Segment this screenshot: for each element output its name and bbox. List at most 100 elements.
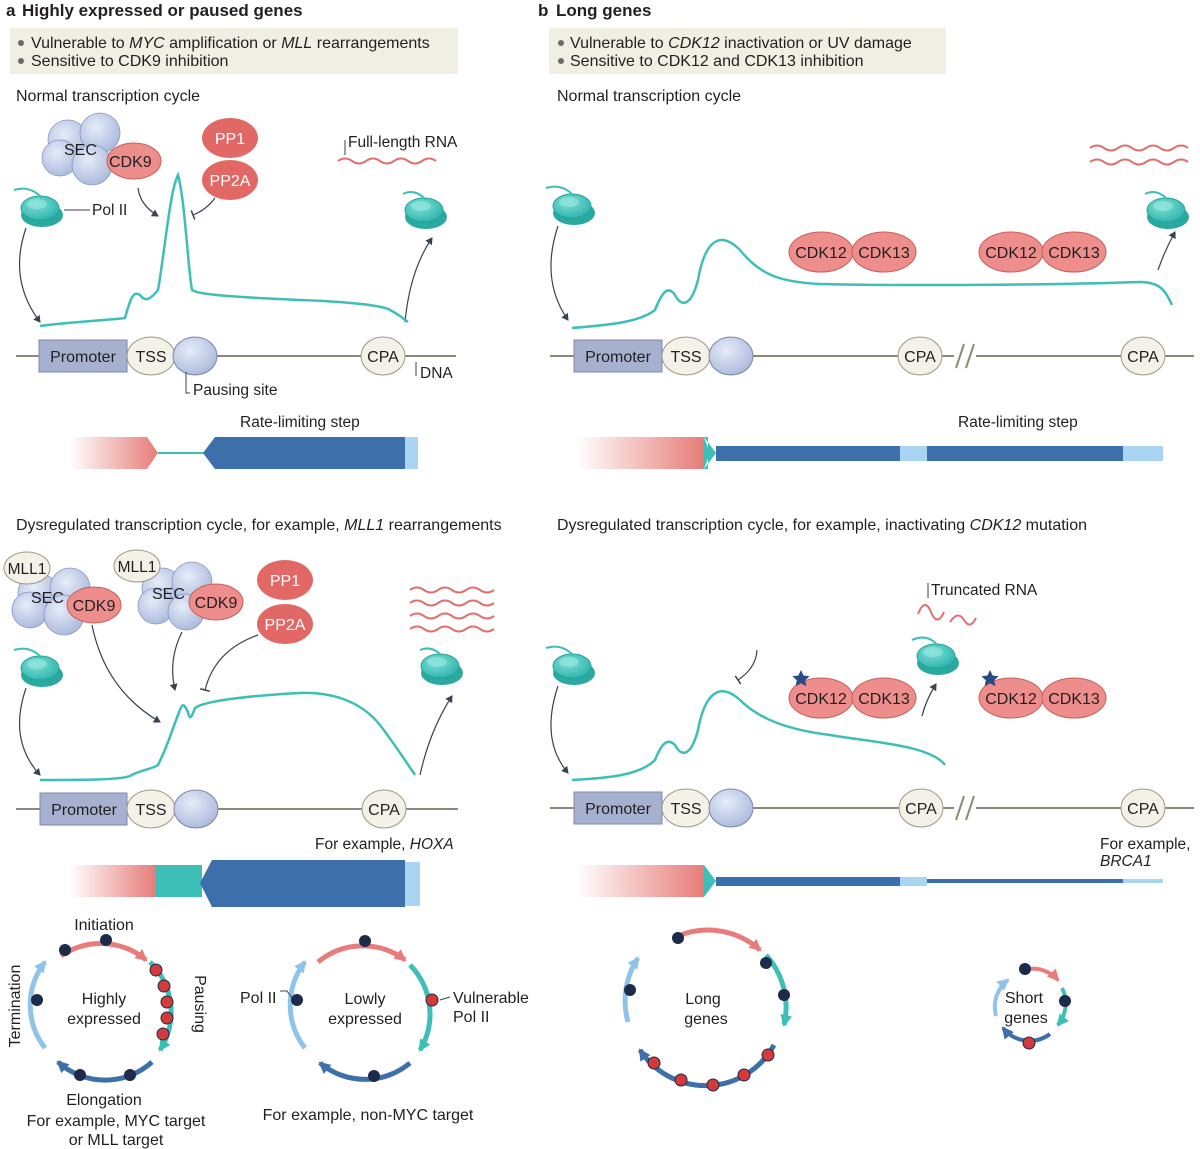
panel-a-info-box bbox=[10, 28, 458, 74]
sec-complex-a1: SEC CDK9 bbox=[41, 112, 162, 186]
transcription-profile-b1 bbox=[571, 238, 1174, 330]
rate-label-a1: Rate-limiting step bbox=[240, 414, 360, 431]
panel-a-letter: a bbox=[6, 1, 16, 20]
sec-label-a2: SEC bbox=[31, 590, 64, 607]
hoxa-example: For example, HOXA bbox=[315, 836, 454, 853]
cpa-label-a1: CPA bbox=[367, 349, 399, 366]
cycle1-example2: or MLL target bbox=[69, 1132, 164, 1149]
cdk13-label-b2: CDK13 bbox=[1048, 245, 1100, 262]
cycle1-termination: Termination bbox=[7, 965, 24, 1048]
pol2-label-a1: Pol II bbox=[92, 202, 127, 219]
pp-inhibit bbox=[190, 197, 216, 220]
transcription-profile-a2 bbox=[39, 691, 417, 782]
promoter-label-a2: Promoter bbox=[51, 802, 117, 819]
cycle2-center2: expressed bbox=[328, 1011, 402, 1028]
cdk13-label-b4: CDK13 bbox=[1048, 691, 1100, 708]
promoter-box-a1 bbox=[38, 339, 128, 373]
panel-b-normal-label: Normal transcription cycle bbox=[557, 88, 741, 105]
sec-complex-a2: SEC MLL1 CDK9 bbox=[3, 551, 122, 636]
truncated-rna-label: Truncated RNA bbox=[931, 582, 1038, 599]
cycle2-example: For example, non-MYC target bbox=[263, 1107, 474, 1124]
cdk12-label-b1: CDK12 bbox=[795, 245, 847, 262]
cdk12-13-b1: CDK12 CDK13 bbox=[788, 231, 917, 273]
cycle1-example1: For example, MYC target bbox=[27, 1113, 206, 1130]
sec-complex-a3: SEC MLL1 CDK9 bbox=[113, 549, 244, 631]
cdk9-label-a2: CDK9 bbox=[73, 598, 116, 615]
cdk12-label-b4: CDK12 bbox=[985, 691, 1037, 708]
pausing-site-a1 bbox=[172, 336, 218, 376]
pol2-b4 bbox=[916, 643, 960, 676]
cycle1-pausing: Pausing bbox=[191, 975, 208, 1033]
short-genes-label2: genes bbox=[1004, 1010, 1048, 1027]
panel-a-bullet-1: Vulnerable to MYC amplification or MLL r… bbox=[31, 35, 430, 52]
panel-b-info-box bbox=[549, 28, 946, 74]
sec-label-a3: SEC bbox=[152, 586, 185, 603]
mll1-label-a2: MLL1 bbox=[8, 561, 47, 578]
short-genes-label1: Short bbox=[1005, 990, 1044, 1007]
cpa-label-b2b: CPA bbox=[1127, 801, 1159, 818]
cdk12-label-b3: CDK12 bbox=[795, 691, 847, 708]
pp-complex-a2: PP1 PP2A bbox=[257, 560, 313, 644]
panel-b: b Long genes Vulnerable to CDK12 inactiv… bbox=[538, 1, 1194, 1092]
cpa-label-b1b: CPA bbox=[1127, 349, 1159, 366]
tss-label-a2: TSS bbox=[135, 802, 166, 819]
rate-bar-b2 bbox=[577, 865, 1163, 897]
pp2a-label: PP2A bbox=[210, 173, 251, 190]
cycle2-center1: Lowly bbox=[345, 991, 386, 1008]
tss-label-b2: TSS bbox=[670, 801, 701, 818]
pausing-site-label: Pausing site bbox=[193, 382, 277, 399]
cdk9-label: CDK9 bbox=[109, 154, 152, 171]
rate-label-b1: Rate-limiting step bbox=[958, 414, 1078, 431]
cycle2-pol2: Pol II bbox=[240, 990, 276, 1007]
cdk12-13-b4: CDK12 CDK13 bbox=[978, 670, 1107, 719]
mll1-label-a3: MLL1 bbox=[118, 559, 157, 576]
pp1-label: PP1 bbox=[215, 131, 245, 148]
cdk12-label-b2: CDK12 bbox=[985, 245, 1037, 262]
pol2-b2 bbox=[1146, 197, 1190, 230]
cpa-label-b1a: CPA bbox=[904, 349, 936, 366]
cycle2-vuln1: Vulnerable bbox=[453, 990, 529, 1007]
dna-label: DNA bbox=[420, 365, 453, 382]
pol2-b3 bbox=[552, 653, 596, 686]
mutation-star-2 bbox=[981, 670, 999, 687]
promoter-label-b2: Promoter bbox=[585, 801, 651, 818]
brca1-example1: For example, bbox=[1100, 836, 1190, 853]
rna-waves-b1 bbox=[1089, 144, 1189, 166]
cpa-label-b2a: CPA bbox=[905, 801, 937, 818]
cdk13-label-b3: CDK13 bbox=[858, 691, 910, 708]
pp-complex-a1: PP1 PP2A bbox=[202, 118, 258, 200]
tss-label-b1: TSS bbox=[670, 349, 701, 366]
full-rna-label: Full-length RNA bbox=[348, 134, 458, 151]
sec-label: SEC bbox=[64, 142, 97, 159]
rate-bar-b1 bbox=[577, 437, 1163, 469]
panel-a: a Highly expressed or paused genes Vulne… bbox=[3, 1, 529, 1149]
pol2-a1 bbox=[20, 195, 64, 228]
panel-a-dysreg-label: Dysregulated transcription cycle, for ex… bbox=[16, 517, 502, 534]
rate-bar-a2 bbox=[70, 860, 420, 907]
cdk9-label-a3: CDK9 bbox=[195, 595, 238, 612]
panel-b-bullet-1: Vulnerable to CDK12 inactivation or UV d… bbox=[570, 35, 912, 52]
cycle1-center1: Highly bbox=[82, 991, 126, 1008]
cdk12-13-b3: CDK12 CDK13 bbox=[788, 670, 917, 719]
pp1-label-a2: PP1 bbox=[270, 573, 300, 590]
brca1-example-gene: BRCA1 bbox=[1100, 853, 1152, 870]
promoter-label-b1: Promoter bbox=[585, 349, 651, 366]
cycle2-vuln2: Pol II bbox=[453, 1009, 489, 1026]
tss-label-a1: TSS bbox=[135, 349, 166, 366]
transcription-profile-a1 bbox=[39, 171, 409, 328]
transcription-profile-b2 bbox=[571, 690, 946, 782]
panel-b-letter: b bbox=[538, 1, 548, 20]
panel-b-bullet-2: Sensitive to CDK12 and CDK13 inhibition bbox=[570, 53, 864, 70]
promoter-label-a1: Promoter bbox=[50, 349, 116, 366]
cycle-short-genes: Short genes bbox=[992, 963, 1071, 1050]
rna-waves-a2 bbox=[409, 586, 495, 633]
pol2-b1 bbox=[552, 193, 596, 226]
cycle1-initiation: Initiation bbox=[74, 917, 134, 934]
long-genes-label2: genes bbox=[684, 1011, 728, 1028]
panel-a-title: Highly expressed or paused genes bbox=[22, 1, 303, 20]
cdk9-arrow bbox=[137, 187, 159, 217]
pol2-a4 bbox=[420, 653, 464, 686]
rate-bar-a1 bbox=[70, 437, 418, 469]
pp2a-label-a2: PP2A bbox=[265, 617, 306, 634]
